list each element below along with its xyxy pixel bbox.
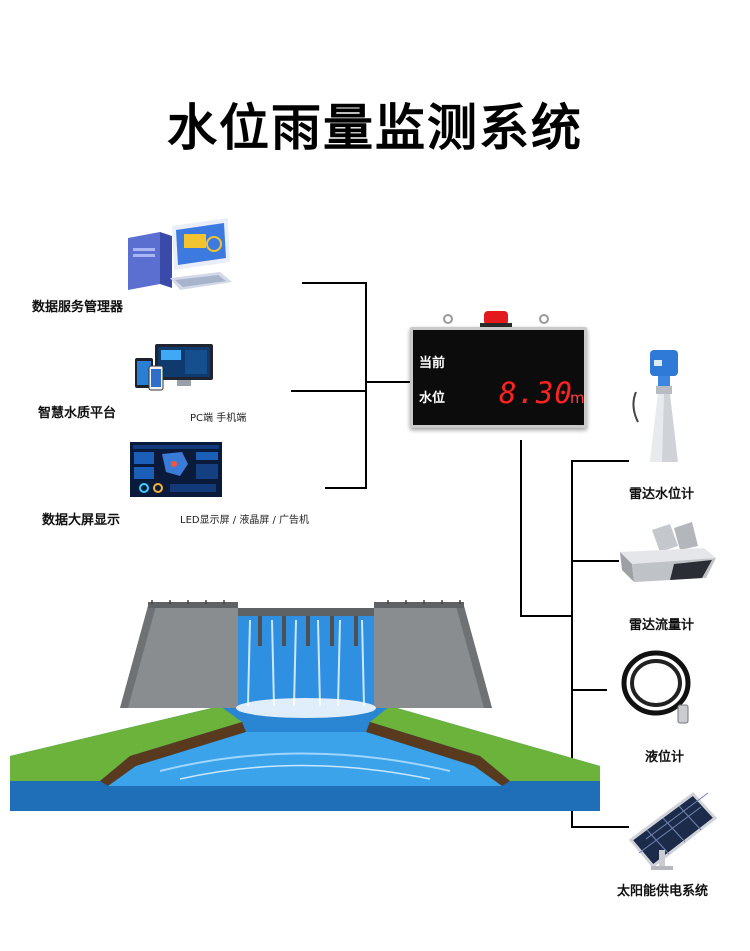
left-sub-led-screens: LED显示屏 / 液晶屏 / 广告机 [180,515,310,526]
radar-level-gauge-icon [632,350,678,462]
left-label-data-service: 数据服务管理器 [32,300,124,315]
connector-line [365,282,367,489]
connector-line [291,390,366,392]
left-label-smart-platform: 智慧水质平台 [38,406,117,421]
pc-mobile-devices-icon [135,344,213,391]
connector-line [571,689,607,691]
connector-line [520,615,572,617]
big-screen-icon [130,442,222,497]
dam-spillway-illustration [10,600,600,811]
water-level-led-display: 当前 水位 8.30 m [410,327,587,428]
connector-line [520,440,522,616]
connector-line [571,460,629,462]
page-title: 水位雨量监测系统 [167,99,583,157]
connector-line [571,560,619,562]
display-unit: m [570,389,585,407]
connector-line [365,381,411,383]
liquid-level-sensor-icon [621,650,691,724]
right-label-radar-flow: 雷达流量计 [629,618,695,633]
display-level-value: 8.30 [499,376,573,410]
left-sub-pc-mobile: PC端 手机端 [190,413,247,424]
connector-line [571,460,573,827]
alarm-light-icon [443,311,549,328]
connector-line [571,826,629,828]
connector-line [325,487,366,489]
display-current-label: 当前 [419,356,446,371]
server-computer-icon [128,218,232,290]
right-label-radar-level: 雷达水位计 [629,487,695,502]
display-level-label: 水位 [419,391,446,406]
right-label-solar-power: 太阳能供电系统 [617,884,709,899]
connector-line [302,282,366,284]
radar-flow-meter-icon [620,522,716,582]
left-label-big-screen: 数据大屏显示 [42,513,121,528]
right-label-liquid-level: 液位计 [645,750,685,765]
solar-panel-icon [628,791,718,870]
